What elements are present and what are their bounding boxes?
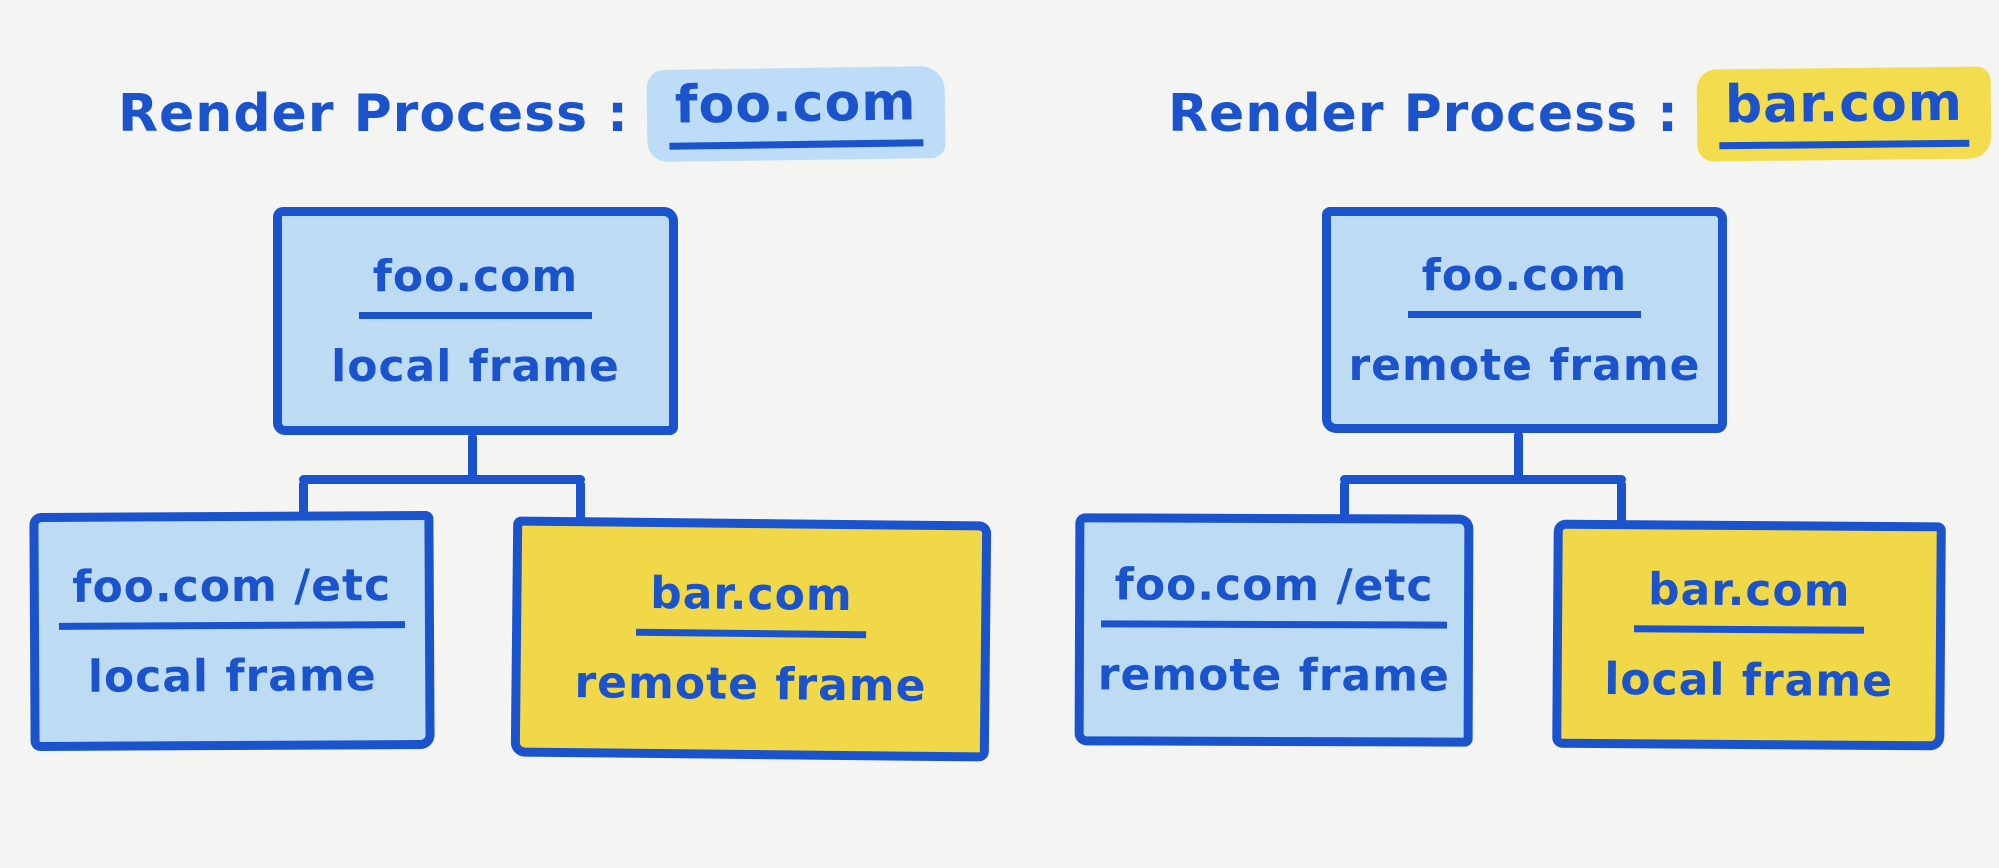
frame-url: foo.com bbox=[1407, 250, 1642, 318]
frame-url: bar.com bbox=[635, 567, 867, 638]
frame-url: foo.com /etc bbox=[1100, 558, 1448, 629]
title-domain: foo.com bbox=[668, 72, 923, 150]
frame-type: remote frame bbox=[574, 656, 927, 712]
frame-box-bar: bar.com local frame bbox=[1552, 519, 1946, 751]
frame-type: remote frame bbox=[1348, 339, 1701, 391]
title-domain-highlight: bar.com bbox=[1696, 66, 1992, 162]
tree-connector-drop-left bbox=[1340, 480, 1349, 522]
tree-connector-stem bbox=[1514, 431, 1523, 481]
frame-url: foo.com /etc bbox=[58, 559, 406, 630]
title-prefix: Render Process : bbox=[118, 84, 629, 144]
frame-url: foo.com bbox=[358, 251, 593, 319]
frame-type: local frame bbox=[87, 649, 377, 703]
render-process-title: Render Process : foo.com bbox=[118, 65, 946, 163]
frame-type: local frame bbox=[331, 340, 620, 392]
frame-box-foo-etc: foo.com /etc local frame bbox=[29, 510, 435, 752]
title-domain: bar.com bbox=[1718, 72, 1970, 150]
tree-connector-drop-right bbox=[1617, 480, 1626, 530]
tree-connector-drop-right bbox=[576, 480, 585, 528]
title-prefix: Render Process : bbox=[1168, 84, 1679, 144]
frame-box-bar: bar.com remote frame bbox=[510, 516, 992, 762]
frame-url: bar.com bbox=[1633, 563, 1865, 634]
frame-box-foo-root: foo.com local frame bbox=[273, 207, 678, 435]
frame-type: remote frame bbox=[1097, 648, 1450, 702]
title-domain-highlight: foo.com bbox=[646, 65, 946, 163]
frame-type: local frame bbox=[1604, 653, 1894, 707]
tree-connector-bar bbox=[1340, 475, 1626, 484]
tree-connector-stem bbox=[468, 433, 477, 481]
render-process-title: Render Process : bar.com bbox=[1168, 66, 1992, 162]
tree-connector-bar bbox=[299, 475, 585, 484]
tree-connector-drop-left bbox=[299, 480, 308, 522]
frame-box-foo-root: foo.com remote frame bbox=[1322, 207, 1727, 433]
frame-box-foo-etc: foo.com /etc remote frame bbox=[1074, 513, 1474, 747]
